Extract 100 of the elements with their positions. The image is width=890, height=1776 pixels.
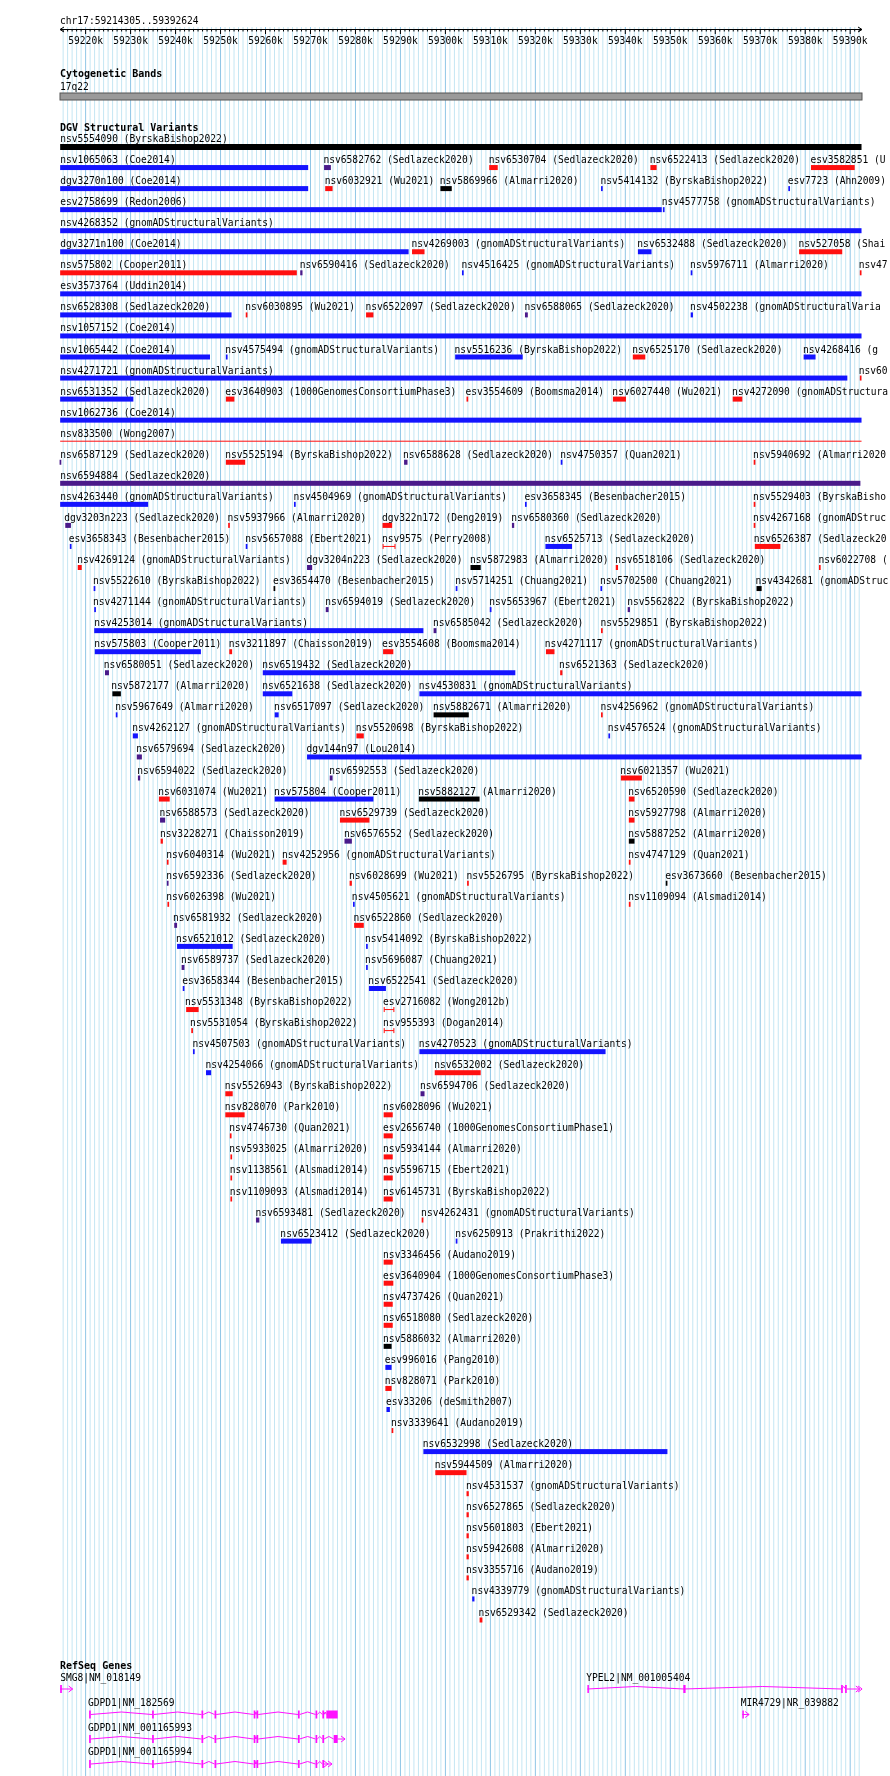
tick-label: 59240k [158,34,193,46]
variant-label: nsv5562822 (ByrskaBishop2022) [627,596,795,608]
variant-label: nsv4269124 (gnomADStructuralVariants) [77,554,291,565]
variant-label: nsv3211897 (Chaisson2019) [228,638,374,650]
variant-label: nsv4268352 (gnomADStructuralVariants) [60,217,274,229]
variant-label: nsv575803 (Cooper2011) [94,638,222,650]
variant-label: nsv6021357 (Wu2021) [620,764,731,776]
track-title: Cytogenetic Bands [60,68,163,79]
variant-label: nsv6594022 (Sedlazeck2020) [137,764,288,776]
variant-label: nsv4576524 (gnomADStructuralVariants) [607,722,822,734]
variant-label: nsv3228271 (Chaisson2019) [160,827,305,839]
variant-label: nsv5520698 (ByrskaBishop2022) [355,722,524,734]
tick-label: 59250k [203,34,238,46]
variant-label: nsv6519432 (Sedlazeck2020) [262,659,413,671]
variant-label: nsv575802 (Cooper2011) [60,259,188,271]
tick-label: 59340k [608,34,643,46]
variant-label: nsv527058 (Shai [798,238,886,250]
variant-label: esv996016 (Pang2010) [384,1353,501,1365]
variant-label: nsv4271144 (gnomADStructuralVariants) [93,596,307,608]
variant-label: nsv1065442 (Coe2014) [60,343,176,355]
variant-label: nsv5886032 (Almarri2020) [383,1332,522,1344]
variant-label: dgv3203n223 (Sedlazeck2020) [64,511,221,523]
variant-label: nsv4263440 (gnomADStructuralVariants) [60,490,274,502]
variant-label: nsv6532488 (Sedlazeck2020) [637,238,788,250]
tick-label: 59300k [428,34,463,46]
variant-label: dgv3271n100 (Coe2014) [60,238,182,250]
variant-label: nsv6026398 (Wu2021) [166,890,277,902]
variant-label: nsv6581932 (Sedlazeck2020) [173,911,324,923]
variant-label: nsv5529851 (ByrskaBishop2022) [600,617,768,629]
variant-label: nsv6588573 (Sedlazeck2020) [159,806,310,818]
variant-label: esv2656740 (1000GenomesConsortiumPhase1) [383,1122,615,1134]
variant-label: nsv6579694 (Sedlazeck2020) [136,743,287,755]
variant-label: nsv955393 (Dogan2014) [383,1017,505,1029]
variant-label: nsv1109094 (Alsmadi2014) [628,890,767,902]
variant-label: nsv4504969 (gnomADStructuralVariants) [293,490,508,502]
variant-label: nsv3355716 (Audano2019) [465,1564,599,1576]
variant-label: nsv6589737 (Sedlazeck2020) [181,953,332,965]
variant-label: nsv6529739 (Sedlazeck2020) [339,806,490,818]
tick-label: 59320k [518,34,553,46]
variant-label: nsv6532002 (Sedlazeck2020) [434,1059,585,1071]
variant-label: esv3658345 (Besenbacher2015) [524,490,687,502]
variant-label: nsv3339641 (Audano2019) [391,1417,524,1429]
variant-label: nsv5882671 (Almarri2020) [433,701,572,713]
variant-label: nsv6521638 (Sedlazeck2020) [262,680,413,692]
tick-label: 59380k [787,34,823,46]
variant-label: nsv5967649 (Almarri2020) [115,701,254,713]
variant-label: nsv6576552 (Sedlazeck2020) [343,827,495,839]
variant-label: nsv6526387 (Sedlazeck20 [753,532,887,544]
variant-label: nsv5696087 (Chuang2021) [364,953,498,965]
variant-label: nsv4253014 (gnomADStructuralVariants) [94,617,308,629]
variant-label: nsv4270523 (gnomADStructuralVariants) [418,1038,633,1050]
variant-label: nsv5657088 (Ebert2021) [245,532,373,544]
variant-label: nsv1057152 (Coe2014) [60,322,176,334]
variant-label: nsv5882127 (Almarri2020) [418,785,557,797]
variant-label: nsv6527865 (Sedlazeck2020) [465,1501,617,1513]
variant-label: nsv5653967 (Ebert2021) [489,596,617,608]
variant-label: nsv6525713 (Sedlazeck2020) [544,532,695,544]
variant-label: nsv6532998 (Sedlazeck2020) [422,1438,573,1450]
variant-label: nsv6523412 (Sedlazeck2020) [280,1227,431,1239]
variant-label: nsv4750357 (Quan2021) [560,448,682,460]
variant-label: nsv6028699 (Wu2021) [349,869,459,881]
variant-label: nsv6520590 (Sedlazeck2020) [628,785,779,797]
variant-label: nsv5976711 (Almarri2020) [690,259,829,271]
variant-label: nsv5529403 (ByrskaBisho [753,490,886,502]
variant-label: nsv6022708 ( [818,554,888,565]
variant-label: nsv5554090 (ByrskaBishop2022) [60,133,228,144]
variant-label: nsv4262127 (gnomADStructuralVariants) [132,722,346,734]
variant-label: nsv828071 (Park2010) [384,1374,501,1386]
variant-label: nsv5414132 (ByrskaBishop2022) [600,175,768,187]
tick-label: 59360k [697,34,733,46]
variant-label: esv3640904 (1000GenomesConsortiumPhase3) [383,1269,615,1281]
variant-label: nsv5927798 (Almarri2020) [628,806,767,818]
variant-label: nsv6525170 (Sedlazeck2020) [632,343,783,355]
variant-label: nsv5714251 (Chuang2021) [455,575,588,587]
variant-label: nsv5887252 (Almarri2020) [628,827,767,839]
variant-label: nsv6522541 (Sedlazeck2020) [368,975,519,986]
gene-label: MIR4729|NR_039882 [740,1697,839,1708]
variant-label: nsv5601803 (Ebert2021) [465,1522,593,1534]
variant-label: dgv3270n100 (Coe2014) [60,175,182,187]
tick-label: 59390k [832,34,868,46]
variant-label: nsv6594706 (Sedlazeck2020) [419,1080,571,1092]
variant-label: nsv6032921 (Wu2021) [324,175,435,187]
variant-label: nsv5937966 (Almarri2020) [227,511,367,523]
variant-label: nsv4737426 (Quan2021) [383,1290,505,1302]
variant-label: nsv6588065 (Sedlazeck2020) [524,301,675,313]
variant-label: nsv5596715 (Ebert2021) [383,1164,511,1176]
variant-label: nsv6594884 (Sedlazeck2020) [60,469,211,481]
variant-label: dgv322n172 (Deng2019) [381,511,504,523]
tick-label: 59370k [742,34,778,46]
variant-label: nsv4531537 (gnomADStructuralVariants) [465,1480,680,1492]
tick-label: 59280k [338,34,373,46]
variant-label: nsv5942608 (Almarri2020) [465,1543,605,1555]
variant-label: nsv5944509 (Almarri2020) [434,1459,574,1471]
variant-label: nsv5526795 (ByrskaBishop2022) [466,869,634,881]
locus-label: chr17:59214305..59392624 [60,15,199,26]
variant-label: esv3554609 (Boomsma2014) [465,385,604,397]
tick-label: 59290k [383,34,418,46]
variant-label: nsv6250913 (Prakrithi2022) [455,1227,606,1239]
variant-label: nsv6040314 (Wu2021) [166,848,277,860]
variant-label: esv2716082 (Wong2012b) [383,996,511,1008]
